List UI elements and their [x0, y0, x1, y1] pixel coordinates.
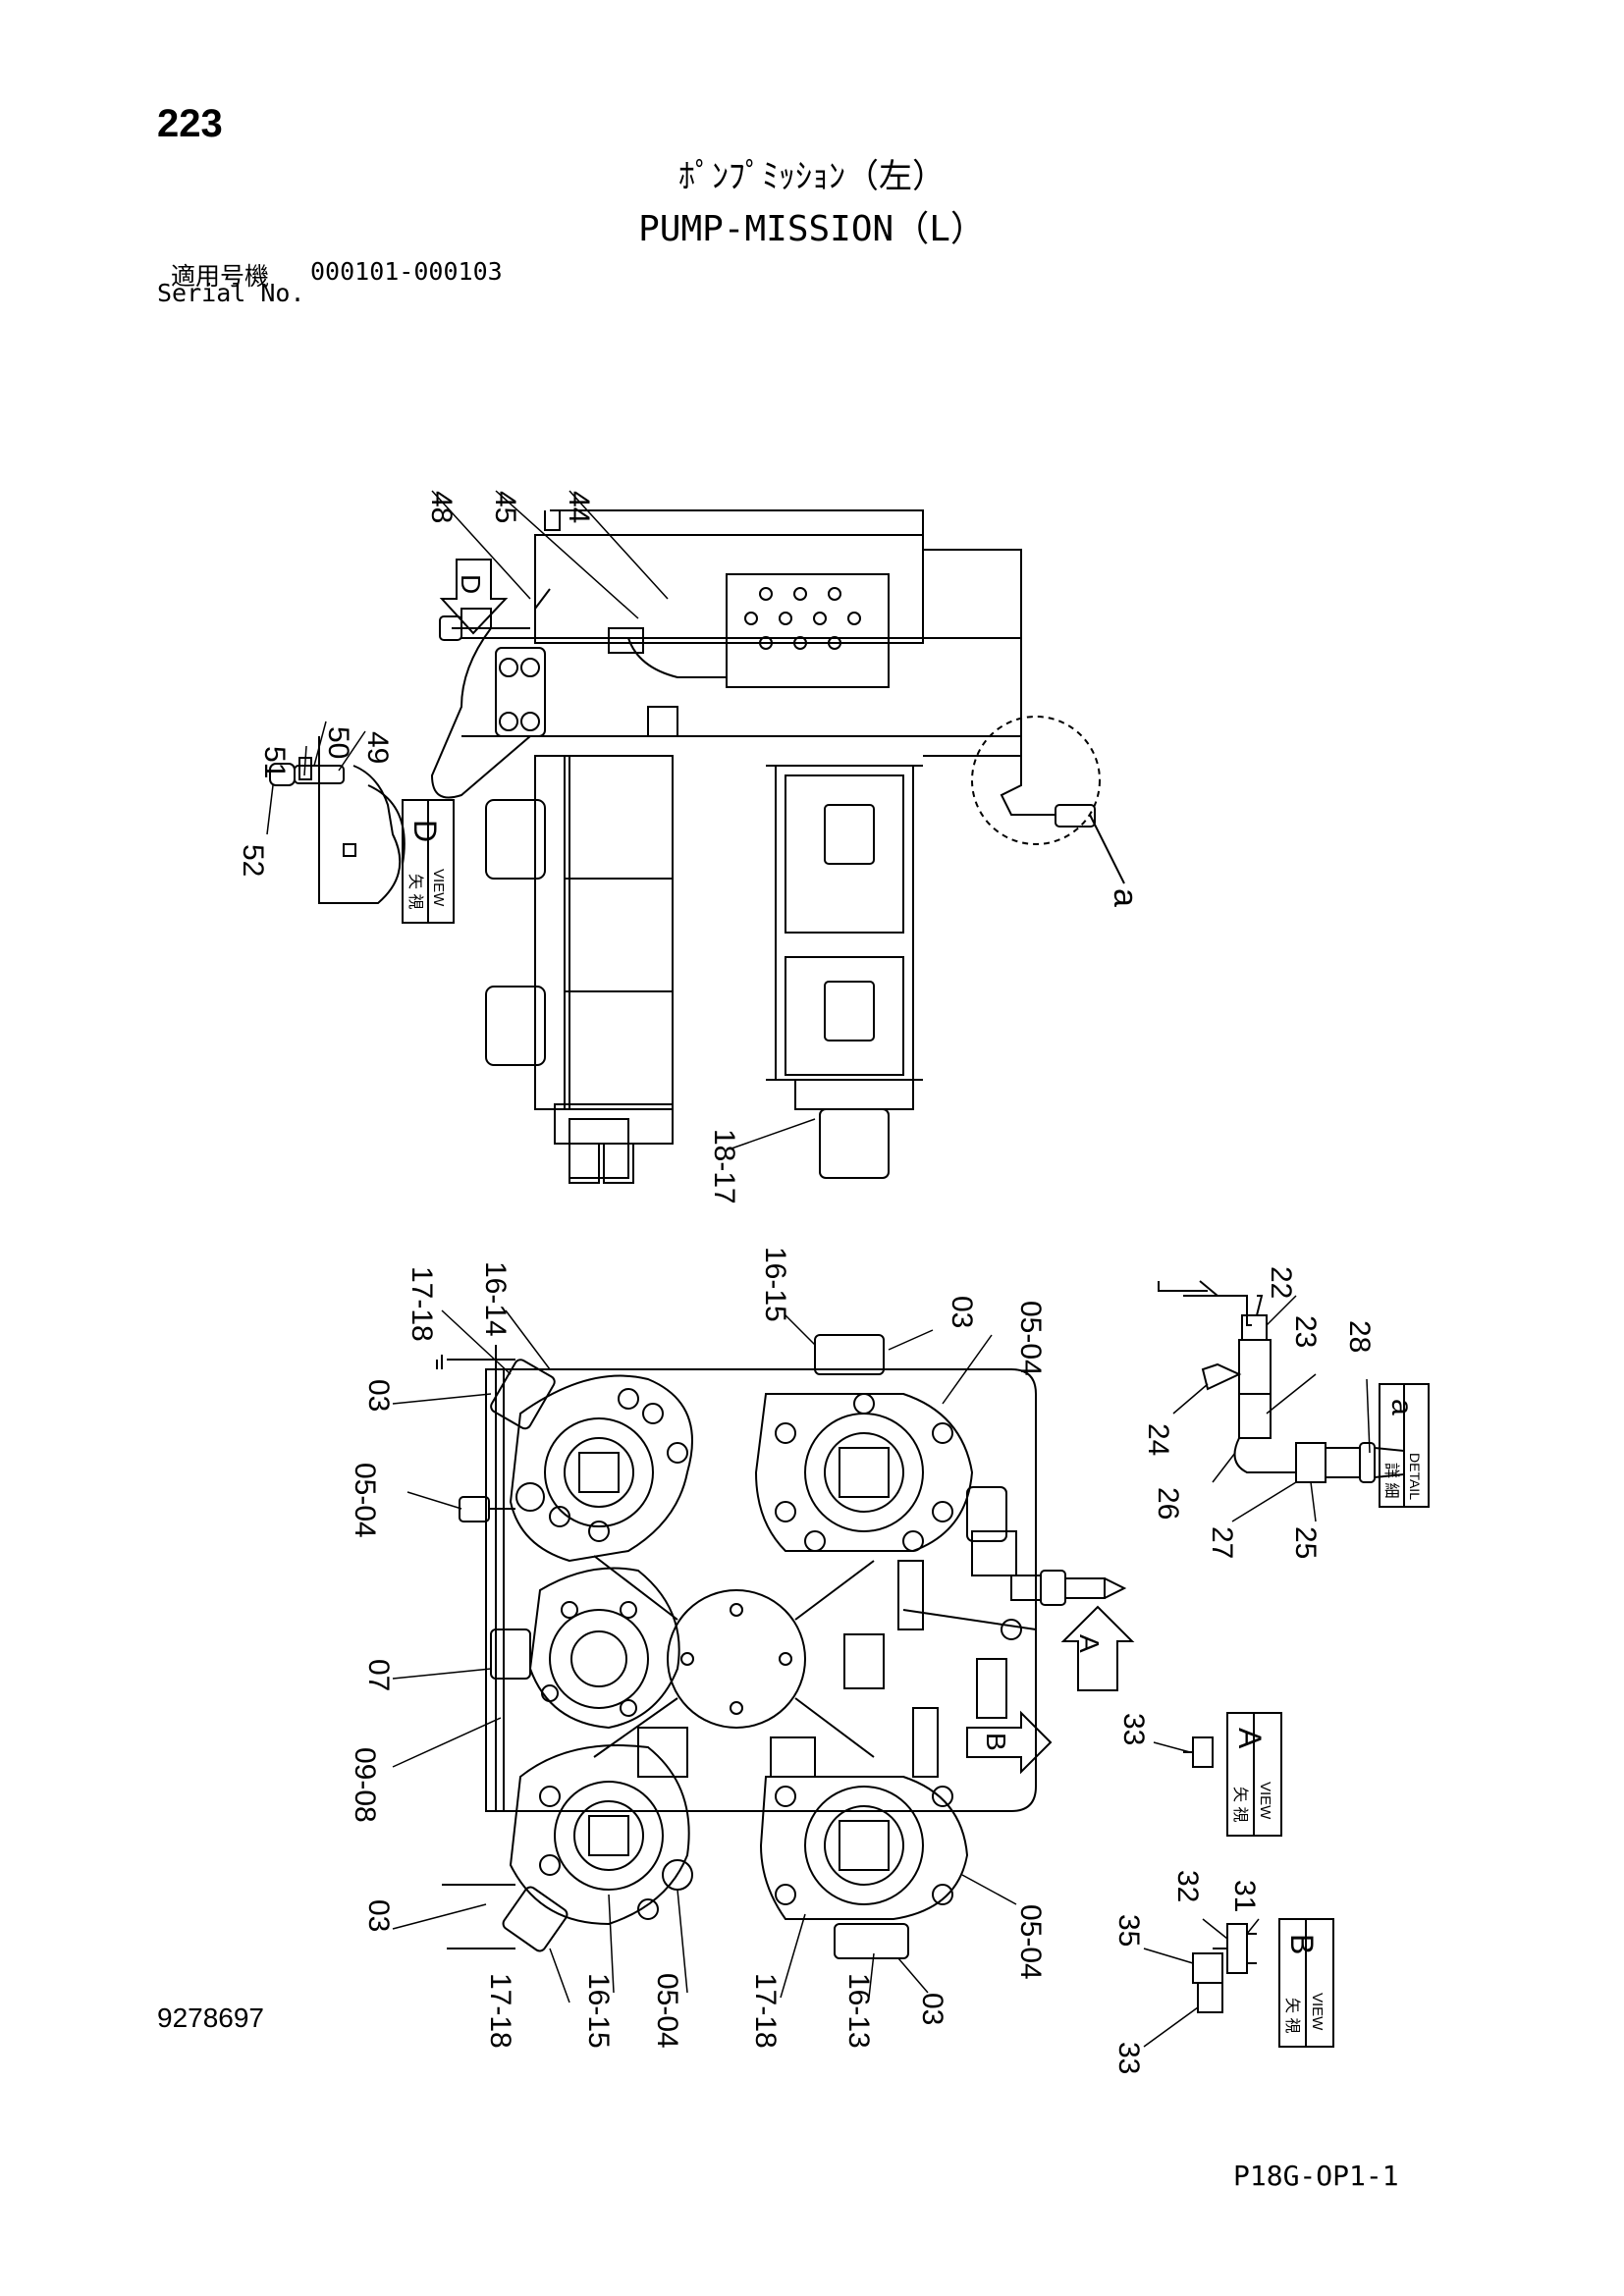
callout-05-04-bottom-left: 05-04 [651, 1973, 683, 2049]
leader-lines [266, 490, 1371, 2048]
view-a-label [1226, 1712, 1282, 1837]
view-b-label [1278, 1918, 1334, 2048]
callout-17-18-bottom-middle: 17-18 [749, 1973, 782, 2049]
view-d-en: VIEW [430, 869, 447, 907]
callout-26: 26 [1152, 1487, 1184, 1520]
title-japanese: ﾎﾟﾝﾌﾟﾐｯｼｮﾝ（左） [678, 157, 946, 196]
detail-a-en: DETAIL [1407, 1453, 1423, 1500]
view-b-fitting [1192, 1923, 1257, 2013]
view-d-label [402, 799, 455, 924]
pump-bottom-right [759, 1736, 969, 1959]
view-d-letter: D [407, 820, 443, 842]
arrow-b-letter: B [981, 1733, 1011, 1751]
callout-07: 07 [362, 1659, 395, 1691]
callout-33-view-b: 33 [1112, 2042, 1145, 2074]
arrow-a-letter: A [1074, 1634, 1105, 1653]
detail-a-label [1379, 1383, 1430, 1508]
callout-33-view-a: 33 [1117, 1713, 1150, 1745]
callout-16-15-top: 16-15 [759, 1247, 791, 1322]
callout-48: 48 [425, 491, 458, 523]
callout-45: 45 [489, 491, 521, 523]
view-a-letter: A [1232, 1728, 1268, 1749]
callout-18-17-top: 18-17 [708, 1129, 740, 1204]
callout-22: 22 [1265, 1266, 1297, 1299]
center-gear-housing [593, 1530, 1037, 1778]
callout-32: 32 [1171, 1870, 1204, 1902]
arrow-d-letter: D [456, 574, 486, 594]
callout-25: 25 [1289, 1526, 1322, 1559]
callout-16-13: 16-13 [842, 1973, 875, 2049]
view-b-jp: 矢 視 [1283, 1998, 1301, 2033]
callout-05-04-left: 05-04 [349, 1463, 381, 1538]
view-a-en: VIEW [1257, 1782, 1273, 1820]
callout-16-15-bottom: 16-15 [582, 1973, 615, 2049]
detail-a-letter: a [1385, 1399, 1418, 1415]
view-a-jp: 矢 視 [1231, 1787, 1249, 1822]
callout-23: 23 [1289, 1315, 1322, 1348]
serial-label-english: Serial No. [157, 279, 305, 307]
callout-05-04-bottom-right: 05-04 [1014, 1904, 1047, 1980]
callout-09-08: 09-08 [349, 1747, 381, 1823]
view-b-en: VIEW [1309, 1993, 1326, 2031]
callout-16-14: 16-14 [479, 1261, 512, 1337]
callout-50: 50 [322, 726, 354, 759]
page-number: 223 [157, 102, 223, 145]
pump-top-left [490, 1359, 693, 1563]
valve-block [726, 573, 890, 688]
callout-44: 44 [563, 491, 595, 523]
callout-24: 24 [1142, 1423, 1174, 1456]
sheet-code: P18G-OP1-1 [1233, 2160, 1399, 2192]
callout-17-18-top-left: 17-18 [406, 1266, 438, 1342]
callout-17-18-bottom-left: 17-18 [484, 1973, 516, 2049]
callout-35: 35 [1112, 1914, 1145, 1947]
callout-03-bottom-right: 03 [916, 1993, 948, 2025]
pump-middle-left [490, 1567, 680, 1730]
callout-05-04-top-right: 05-04 [1014, 1301, 1047, 1376]
view-d-jp: 矢 視 [406, 874, 424, 909]
pump-top-right [754, 1334, 1007, 1552]
callout-03-top-left: 03 [362, 1379, 395, 1412]
callout-51: 51 [258, 746, 291, 778]
top-assembly-view [269, 509, 1125, 1184]
view-b-letter: B [1284, 1934, 1320, 1954]
pump-bottom-left [502, 1727, 693, 1952]
detail-circle-label: a [1107, 888, 1144, 907]
callout-27: 27 [1206, 1526, 1238, 1559]
callout-28: 28 [1343, 1320, 1376, 1353]
serial-range: 000101-000103 [310, 257, 503, 286]
drawing-number: 9278697 [157, 2002, 265, 2033]
bottom-assembly-view [436, 1334, 1135, 1959]
callout-03-bottom-left: 03 [362, 1899, 395, 1932]
callout-03-top-right: 03 [946, 1296, 978, 1328]
title-english: PUMP-MISSION（L） [638, 209, 986, 249]
callout-52: 52 [237, 844, 269, 877]
serial-label-japanese: 適用号機 [171, 262, 270, 291]
detail-a-jp: 詳 細 [1382, 1463, 1400, 1498]
callout-49: 49 [361, 731, 394, 764]
callout-31: 31 [1228, 1880, 1261, 1912]
